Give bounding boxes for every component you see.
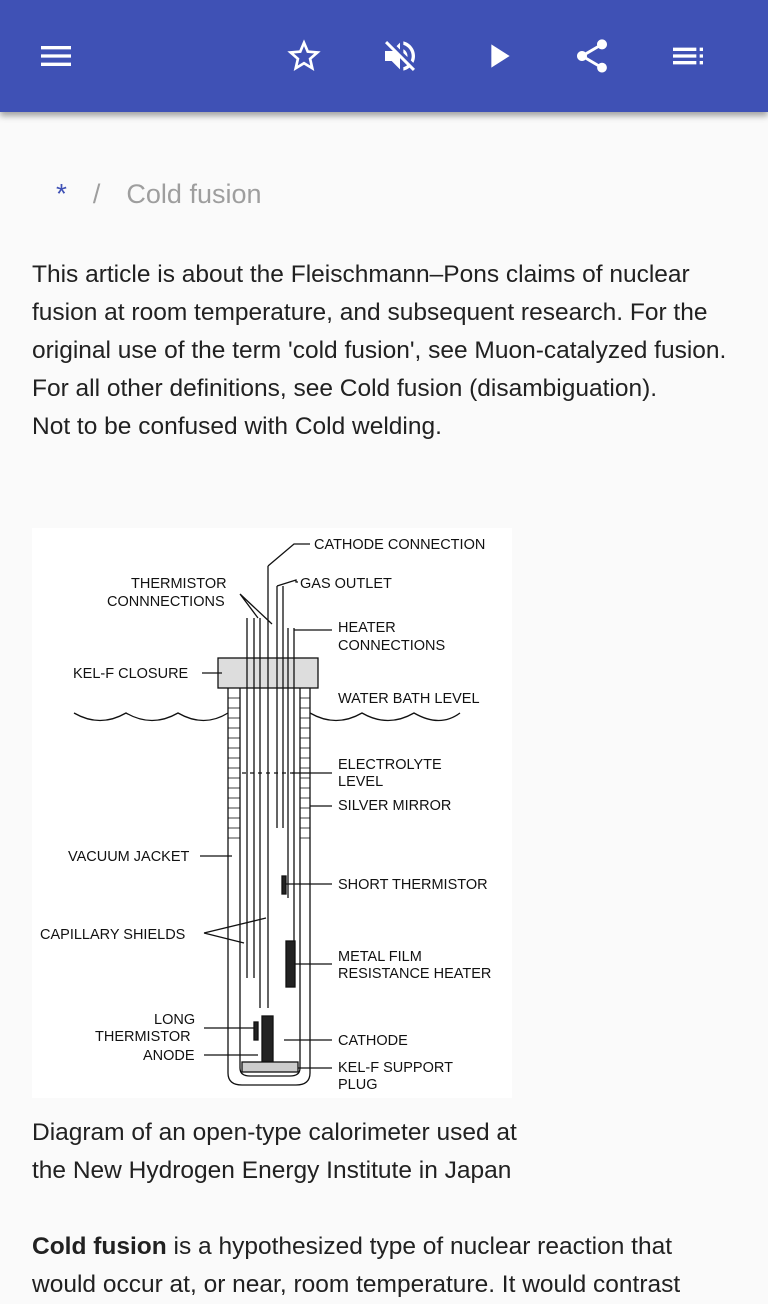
label-capillary-shields: CAPILLARY SHIELDS xyxy=(40,927,185,943)
short-thermistor-element xyxy=(281,875,287,895)
label-electrolyte-level-1: ELECTROLYTE xyxy=(338,757,442,773)
breadcrumb-current: Cold fusion xyxy=(126,178,262,209)
mute-button[interactable] xyxy=(372,28,428,84)
label-metal-film-1: METAL FILM xyxy=(338,949,422,965)
hatnote-confused: Not to be confused with Cold welding. xyxy=(32,413,442,440)
lead-bold-term: Cold fusion xyxy=(32,1233,167,1260)
table-of-contents-icon xyxy=(673,47,703,65)
label-short-thermistor: SHORT THERMISTOR xyxy=(338,877,488,893)
label-anode: ANODE xyxy=(143,1048,195,1064)
inner-cell-outline xyxy=(239,686,301,1077)
figure-caption: Diagram of an open-type calorimeter used… xyxy=(32,1119,517,1184)
label-cathode-connection: CATHODE CONNECTION xyxy=(314,537,485,553)
silver-mirror-hatching xyxy=(228,697,310,839)
app-bar xyxy=(0,0,768,112)
share-icon xyxy=(577,39,607,73)
volume-off-icon xyxy=(385,41,415,71)
label-gas-outlet: GAS OUTLET xyxy=(300,576,392,592)
hatnote: This article is about the Fleischmann–Po… xyxy=(32,256,732,446)
label-kelf-closure: KEL-F CLOSURE xyxy=(73,666,189,682)
label-long-2: THERMISTOR xyxy=(95,1029,191,1045)
water-bath-left xyxy=(73,712,229,722)
lead-text: is a hypothesized type of nuclear reacti… xyxy=(166,1233,673,1260)
label-metal-film-2: RESISTANCE HEATER xyxy=(338,966,491,982)
label-silver-mirror: SILVER MIRROR xyxy=(338,798,451,814)
label-heater-connections-2: CONNECTIONS xyxy=(338,638,445,654)
hamburger-menu-icon xyxy=(41,46,71,66)
calorimeter-diagram[interactable]: CATHODE CONNECTION THERMISTOR CONNNECTIO… xyxy=(32,528,512,1098)
label-electrolyte-level-2: LEVEL xyxy=(338,774,383,790)
menu-button[interactable] xyxy=(28,28,84,84)
label-heater-connections-1: HEATER xyxy=(338,620,396,636)
label-thermistor-connections-2: CONNNECTIONS xyxy=(107,594,225,610)
cathode-element xyxy=(261,1015,274,1063)
play-button[interactable] xyxy=(470,28,526,84)
long-thermistor-element xyxy=(253,1021,259,1041)
label-vacuum-jacket: VACUUM JACKET xyxy=(68,849,190,865)
label-kelf-support-1: KEL-F SUPPORT xyxy=(338,1060,453,1076)
breadcrumb-home-link[interactable]: * xyxy=(56,178,67,209)
label-cathode: CATHODE xyxy=(338,1033,408,1049)
breadcrumb-separator: / xyxy=(92,178,101,209)
contents-button[interactable] xyxy=(660,28,716,84)
label-water-bath-level: WATER BATH LEVEL xyxy=(338,691,480,707)
lead-next-line: would occur at, or near, room temperatur… xyxy=(32,1271,681,1298)
hatnote-about: This article is about the Fleischmann–Po… xyxy=(32,261,727,402)
favorite-button[interactable] xyxy=(276,28,332,84)
vacuum-jacket-outline xyxy=(227,683,311,1086)
lead-paragraph: Cold fusion is a hypothesized type of nu… xyxy=(32,1228,768,1304)
diagram-drawing: CATHODE CONNECTION THERMISTOR CONNNECTIO… xyxy=(40,537,491,1093)
label-long-1: LONG xyxy=(154,1012,195,1028)
breadcrumb: * / Cold fusion xyxy=(56,178,262,210)
label-thermistor-connections-1: THERMISTOR xyxy=(131,576,227,592)
water-bath-right xyxy=(309,712,461,722)
heater-element xyxy=(285,940,296,988)
share-button[interactable] xyxy=(564,28,620,84)
star-outline-icon xyxy=(287,39,321,71)
play-icon xyxy=(491,44,510,68)
kelf-support-plug-shape xyxy=(241,1061,299,1073)
label-kelf-support-2: PLUG xyxy=(338,1077,378,1093)
